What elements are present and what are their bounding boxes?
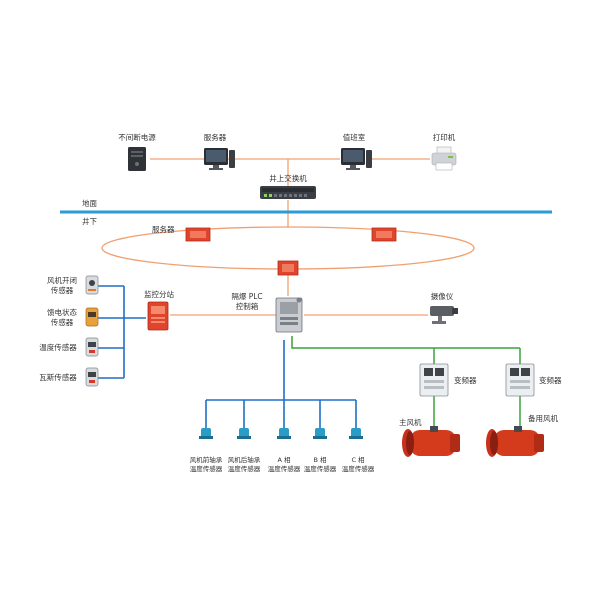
fan-switch-sensor-label-line2: 传感器 — [50, 286, 74, 295]
probe-3-label-line1: A 相 — [277, 456, 291, 464]
probe-1-temperature-probe-icon — [199, 428, 213, 439]
probe-1-label-line2: 温度传感器 — [189, 464, 223, 473]
power-sensor-label: 馈电状态 传感器 — [47, 308, 77, 328]
probe-4-label-line2: 温度传感器 — [303, 464, 337, 473]
temperature-sensor-label: 温度传感器 — [39, 343, 77, 352]
gas-sensor-icon — [85, 367, 99, 387]
probe-3-label: A 相 温度传感器 — [268, 456, 301, 473]
monitor-substation-label: 监控分站 — [144, 290, 174, 299]
fan-switch-sensor-label-line1: 风机开闭 — [47, 276, 77, 285]
camera-label: 摄像仪 — [430, 292, 454, 301]
ring-server-label: 服务器 — [152, 225, 175, 234]
power-sensor-label-line1: 馈电状态 — [47, 308, 77, 317]
probe-3-temperature-probe-icon — [277, 428, 291, 439]
fan-switch-sensor-label: 风机开闭 传感器 — [47, 276, 77, 296]
probe-3-label-line2: 温度传感器 — [267, 464, 301, 473]
monitor-substation-icon — [147, 301, 169, 331]
ring-server-node-icon — [185, 227, 211, 242]
network-switch-icon — [260, 186, 316, 199]
gas-sensor-label: 瓦斯传感器 — [39, 373, 77, 382]
plc-cabinet-icon — [275, 297, 303, 333]
probe-5-label-line2: 温度传感器 — [341, 464, 375, 473]
ups-tower-icon — [128, 147, 146, 171]
server-label: 服务器 — [203, 133, 227, 142]
dispatch-room-label: 值班室 — [342, 133, 366, 142]
probe-5-label-line1: C 相 — [351, 456, 365, 464]
ring-bottom-node-icon — [277, 260, 299, 276]
sensor-bus — [98, 285, 146, 379]
vfd1-inverter-cabinet-icon — [419, 363, 449, 397]
camera-icon — [430, 306, 458, 324]
dispatch-room-computer-monitor-icon — [341, 148, 372, 170]
switch-label: 井上交换机 — [269, 174, 307, 183]
probe-4-temperature-probe-icon — [313, 428, 327, 439]
printer-label: 打印机 — [432, 133, 456, 142]
printer-icon — [431, 146, 457, 171]
probe-2-label-line2: 温度传感器 — [227, 464, 261, 473]
probe-2-label: 风机后轴承 温度传感器 — [228, 456, 261, 473]
probe-1-label-line1: 风机前轴承 — [189, 456, 223, 464]
probe-2-temperature-probe-icon — [237, 428, 251, 439]
ring-right-node-icon — [371, 227, 397, 242]
power-sensor-label-line2: 传感器 — [50, 318, 74, 327]
vfd1-label: 变频器 — [454, 376, 477, 385]
underground-label: 井下 — [82, 217, 97, 226]
surface-label: 地面 — [82, 199, 97, 208]
power-sensor-icon — [85, 307, 99, 327]
probe-2-label-line1: 风机后轴承 — [227, 456, 261, 464]
main-fan-label: 主风机 — [399, 418, 422, 427]
probe-4-label: B 相 温度传感器 — [304, 456, 337, 473]
plc-label-line1: 隔爆 PLC — [231, 292, 263, 301]
probe-bus — [205, 340, 357, 428]
vfd2-label: 变频器 — [539, 376, 562, 385]
probe-1-label: 风机前轴承 温度传感器 — [190, 456, 223, 473]
probe-5-temperature-probe-icon — [349, 428, 363, 439]
main-fan-axial-fan-icon — [402, 426, 460, 457]
backup-fan-axial-fan-icon — [486, 426, 544, 457]
fan-switch-sensor-icon — [85, 275, 99, 295]
link-plc-vfd-bus — [291, 336, 520, 349]
plc-label: 隔爆 PLC 控制箱 — [231, 292, 262, 312]
probe-4-label-line1: B 相 — [313, 456, 327, 464]
vfd2-inverter-cabinet-icon — [505, 363, 535, 397]
ups-label: 不间断电源 — [118, 133, 156, 142]
plc-label-line2: 控制箱 — [235, 302, 259, 311]
server-computer-monitor-icon — [204, 148, 235, 170]
probe-5-label: C 相 温度传感器 — [342, 456, 375, 473]
backup-fan-label: 备用风机 — [528, 414, 558, 423]
temperature-sensor-icon — [85, 337, 99, 357]
vfd-links — [291, 336, 521, 428]
